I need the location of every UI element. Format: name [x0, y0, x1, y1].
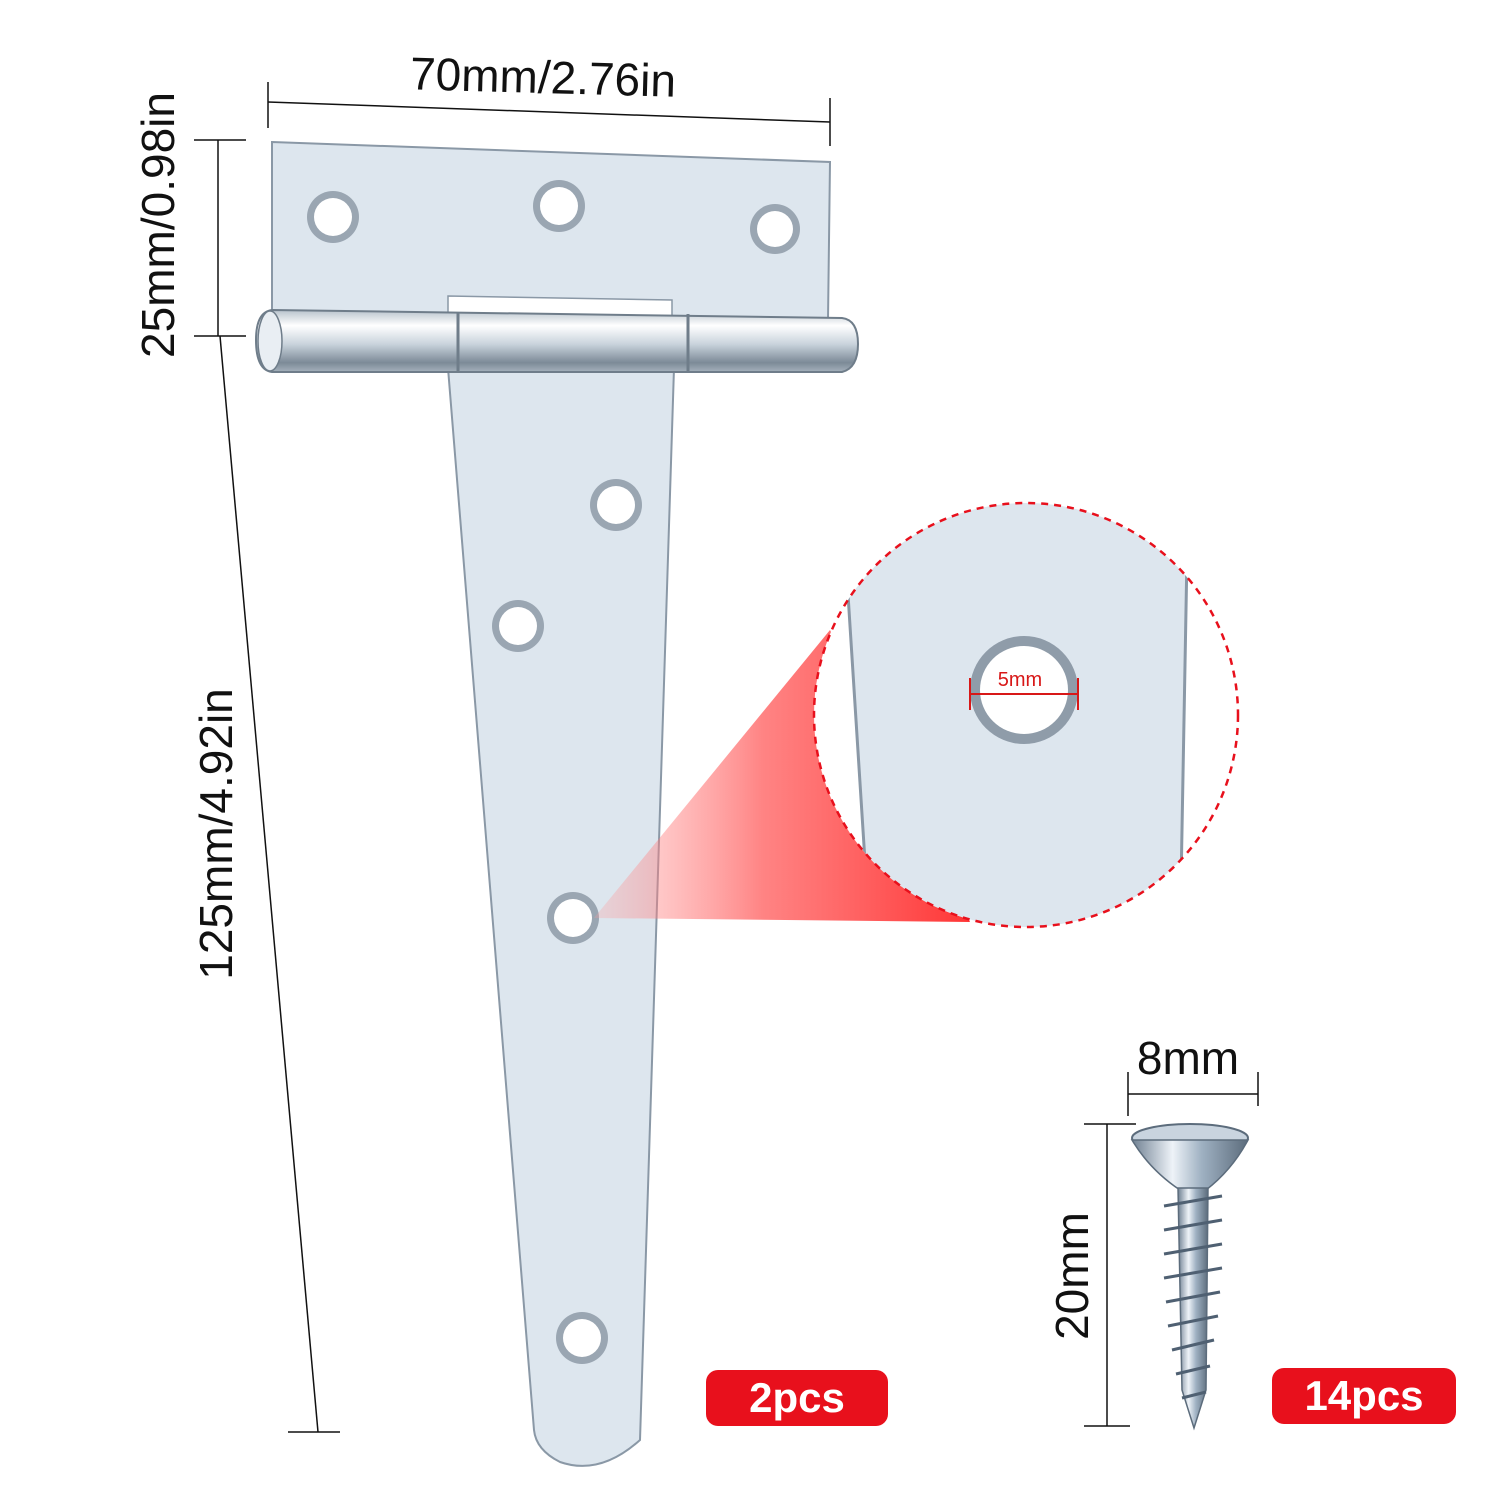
screw-hole-icon	[533, 180, 585, 232]
top-width-dimension: 70mm/2.76in	[267, 47, 831, 146]
zoomed-hole-icon	[970, 636, 1078, 744]
hinge-pin	[254, 308, 860, 373]
screw-length-label: 20mm	[1046, 1212, 1098, 1340]
screw-hole-icon	[750, 204, 800, 254]
hinge-strap-leaf	[446, 367, 676, 1467]
length-dimension: 125mm/4.92in	[190, 335, 340, 1433]
hinge-quantity-badge: 2pcs	[706, 1370, 888, 1426]
screw-hole-icon	[492, 600, 544, 652]
hole-diameter-label: 5mm	[998, 669, 1042, 691]
top-width-label: 70mm/2.76in	[409, 47, 676, 106]
screw-hole-icon	[590, 479, 642, 531]
screw-hole-icon	[556, 1312, 608, 1364]
screw-hole-icon	[307, 191, 359, 243]
screw-width-label: 8mm	[1137, 1032, 1239, 1084]
top-height-dimension: 25mm/0.98in	[132, 92, 246, 358]
screw-width-dimension: 8mm	[1127, 1032, 1259, 1116]
hinge-top-leaf	[271, 140, 832, 323]
screw-quantity-badge: 14pcs	[1272, 1368, 1456, 1424]
screw-hole-icon	[547, 892, 599, 944]
wood-screw-icon	[1130, 1123, 1250, 1431]
screw-length-dimension: 20mm	[1046, 1123, 1136, 1427]
hole-diameter-indicator: 5mm	[969, 669, 1079, 710]
length-label: 125mm/4.92in	[190, 688, 242, 980]
top-height-label: 25mm/0.98in	[132, 92, 184, 358]
zoom-detail: 5mm	[812, 501, 1240, 929]
